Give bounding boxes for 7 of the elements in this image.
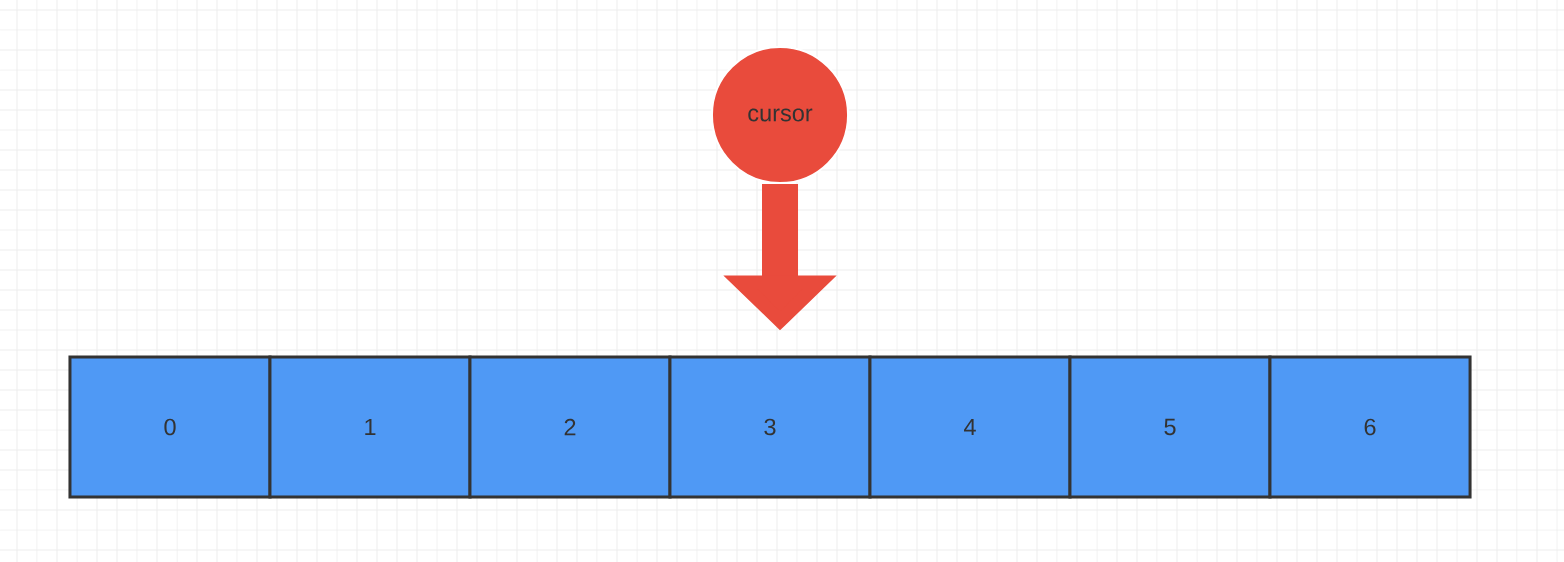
array-cell: 4 [868,355,1072,499]
array-cell: 5 [1068,355,1272,499]
array-cell: 1 [268,355,472,499]
array-cell: 0 [68,355,272,499]
array-cell: 3 [668,355,872,499]
array-cell: 6 [1268,355,1472,499]
array-cell: 2 [468,355,672,499]
